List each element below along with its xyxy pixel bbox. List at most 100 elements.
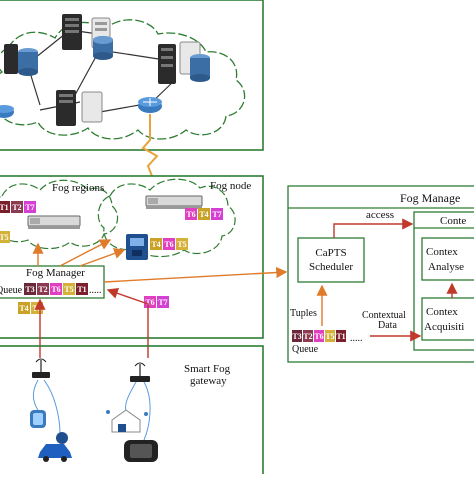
- tuple-chip-label: T1: [77, 285, 86, 294]
- tuple-chip: [157, 296, 169, 308]
- tuple-t4: T4: [150, 238, 162, 250]
- server-rack-icon: [4, 44, 18, 74]
- tuple-chip: [211, 208, 223, 220]
- wireless-link-icon: [141, 114, 159, 177]
- tuple-t7: T7: [211, 208, 223, 220]
- fog-node-server-icon: [145, 195, 203, 209]
- tuple-chip-label: T2: [38, 285, 47, 294]
- tuple-chip-label: T5: [325, 332, 334, 341]
- tuple-t6: T6: [144, 296, 156, 308]
- detail-queue-label: Queue: [292, 344, 319, 355]
- tuple-chip-label: T2: [12, 203, 21, 212]
- gateway-icon: [32, 358, 50, 378]
- gateway-icon: [130, 362, 150, 382]
- access-label: access: [366, 209, 394, 221]
- fog-node-device-icon: [126, 234, 148, 260]
- scheduler-label-line1: CaPTS: [315, 247, 346, 259]
- tuple-chip-label: T1: [0, 203, 9, 212]
- tuple-chip: [150, 238, 162, 250]
- tuple-chip-label: T3: [292, 332, 301, 341]
- tuple-group-region-right: T6 T4 T7: [185, 208, 223, 220]
- smart-gateway-label-line2: gateway: [190, 375, 227, 387]
- tuple-t7: T7: [157, 296, 169, 308]
- server-rack-icon: [158, 44, 176, 84]
- tuple-chip: [325, 330, 335, 342]
- tuple-chip-label: T1: [336, 332, 345, 341]
- tuple-chip: [198, 208, 210, 220]
- tuple-t1: T1: [0, 201, 10, 213]
- smart-gateway-label-line1: Smart Fog: [184, 363, 231, 375]
- queue-ellipsis: .....: [89, 285, 102, 296]
- fog-layer-frame: [0, 175, 264, 339]
- tuple-t3: T3: [24, 283, 36, 295]
- tuple-chip-label: T4: [199, 210, 208, 219]
- context-analyser-box: [421, 237, 474, 281]
- fog-regions-label: Fog regions: [52, 182, 104, 194]
- detail-arrows: [316, 218, 458, 342]
- tuple-t6: T6: [185, 208, 197, 220]
- tuple-t4: T4: [18, 302, 30, 314]
- tuple-t6: T6: [50, 283, 62, 295]
- tuple-t6: T6: [314, 330, 324, 342]
- tuple-chip: [11, 201, 23, 213]
- cloud-layer: [0, 0, 264, 151]
- fog-manager-label: Fog Manager: [26, 267, 85, 279]
- uplink-arrows: [34, 287, 149, 358]
- tuple-group-region-left-lower: T5: [0, 231, 10, 243]
- tuple-chip: [144, 296, 156, 308]
- tuple-chip: [76, 283, 88, 295]
- tuple-chip: [176, 238, 188, 250]
- fog-region-cloud-left: [0, 179, 119, 250]
- tuple-t1: T1: [336, 330, 346, 342]
- tuple-chip-label: T5: [0, 233, 9, 242]
- router-icon: [138, 97, 162, 113]
- context-header-label: Conte: [440, 215, 466, 227]
- database-icon: [18, 48, 38, 76]
- tuple-t2: T2: [11, 201, 23, 213]
- queue-label: Queue: [0, 285, 23, 296]
- server-rack-icon: [81, 91, 103, 123]
- tuple-chip: [292, 330, 302, 342]
- tuple-chip-label: T6: [51, 285, 60, 294]
- context-acquisition-label-line2: Acquisiti: [424, 321, 464, 333]
- tuple-chip: [303, 330, 313, 342]
- fog-arrows: [32, 239, 288, 283]
- tuple-t1: T1: [76, 283, 88, 295]
- contextual-data-label-line2: Data: [378, 320, 397, 331]
- tuple-chip-label: T6: [186, 210, 195, 219]
- tuple-t5: T5: [31, 302, 43, 314]
- tuple-chip-label: T4: [151, 240, 160, 249]
- tuple-chip-label: T7: [212, 210, 221, 219]
- fog-manager-detail-frame: [287, 185, 474, 363]
- tuple-chip: [0, 201, 10, 213]
- tuples-label: Tuples: [290, 308, 317, 319]
- smart-device-icon: [56, 432, 68, 444]
- tuple-t3: T3: [292, 330, 302, 342]
- tuple-t2: T2: [37, 283, 49, 295]
- tuple-chip-label: T7: [158, 298, 167, 307]
- database-icon: [190, 54, 210, 82]
- tuple-chip: [24, 283, 36, 295]
- fog-manager-detail-title: Fog Manage: [400, 191, 460, 205]
- tuple-t5: T5: [325, 330, 335, 342]
- tuple-t7: T7: [24, 201, 36, 213]
- scheduler-label-line2: Scheduler: [309, 261, 353, 273]
- smartwatch-icon: [30, 410, 46, 428]
- cloud-layer-frame: [0, 0, 264, 151]
- device-layer: Smart Fog gateway: [0, 345, 264, 477]
- tuple-chip-label: T7: [25, 203, 34, 212]
- fog-region-cloud-right: [97, 178, 236, 258]
- context-container: [413, 211, 474, 351]
- tuple-chip: [37, 283, 49, 295]
- tuple-chip-label: T5: [64, 285, 73, 294]
- tuple-chip: [63, 283, 75, 295]
- database-icon: [93, 36, 113, 60]
- scheduler-box: [297, 237, 365, 283]
- server-rack-icon: [62, 14, 82, 50]
- car-icon: [38, 444, 72, 462]
